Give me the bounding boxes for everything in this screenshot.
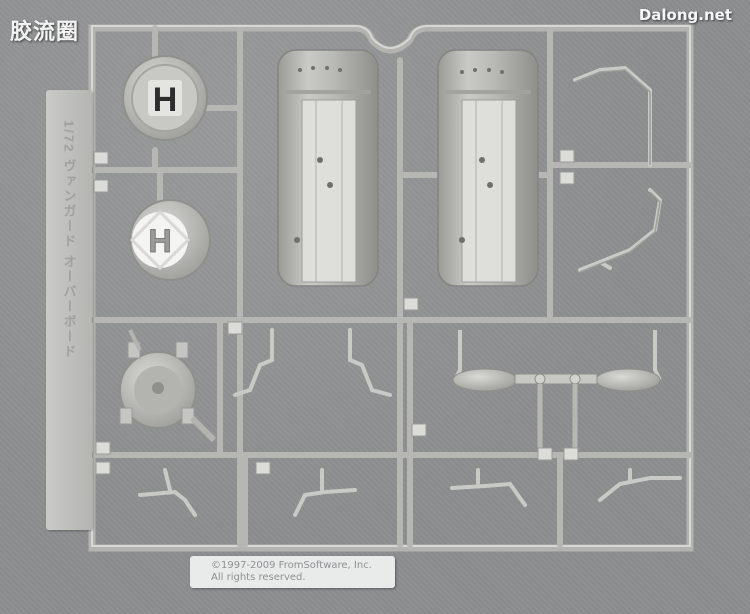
bent-pipes-top-right — [573, 65, 663, 272]
watermark-left: 胶流圈 — [10, 19, 80, 44]
tank-right — [437, 49, 539, 287]
pipes-middle — [233, 328, 392, 397]
clip-disc-bottom — [119, 329, 217, 443]
disc-letter-1: H — [153, 81, 178, 119]
inner-runners — [89, 25, 693, 548]
tank-left — [277, 49, 379, 287]
copyright-line-1: ©1997-2009 FromSoftware, Inc. — [211, 560, 372, 571]
long-pipe — [452, 330, 662, 455]
watermark-right: Dalong.net — [638, 6, 732, 24]
copyright-line-2: All rights reserved. — [211, 572, 306, 583]
part-number-tabs — [93, 149, 579, 475]
copyright-tag: ©1997-2009 FromSoftware, Inc. All rights… — [190, 556, 395, 588]
sprue-frame — [88, 24, 694, 552]
sprue-side-tag: 1/72 ヴァンガード オーバーボード — [46, 90, 92, 530]
bottom-parts — [138, 468, 682, 517]
disc-letter-2: H — [148, 223, 171, 259]
h-disc-top: H — [122, 55, 208, 141]
h-disc-middle: H — [129, 199, 211, 281]
sprue-tag-text: 1/72 ヴァンガード オーバーボード — [61, 120, 77, 360]
